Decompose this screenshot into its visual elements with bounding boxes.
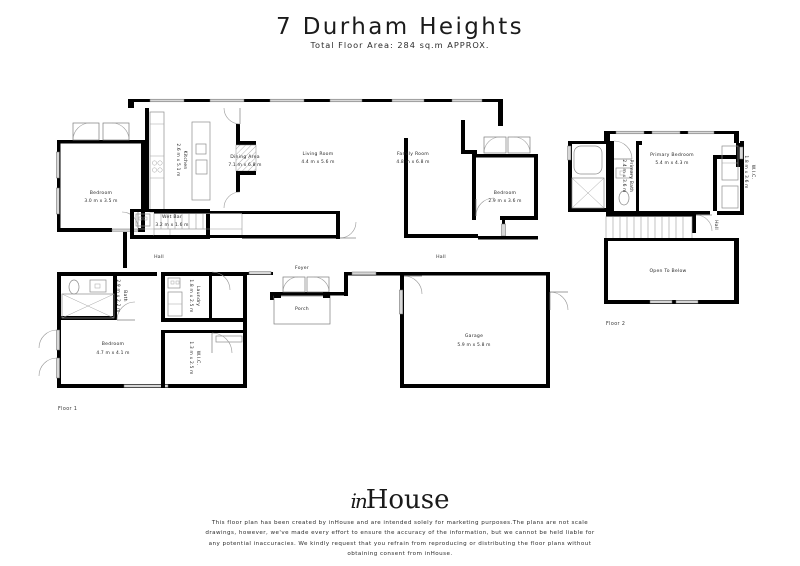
label-dining-area-name: Dining Area — [230, 154, 260, 160]
inhouse-logo: inHouse — [0, 485, 800, 515]
label-bedroom-lower-name: Bedroom — [102, 341, 125, 347]
floor2-walls — [567, 130, 744, 304]
disclaimer-text: This floor plan has been created by inHo… — [205, 520, 595, 558]
label-family-room-name: Family Room — [397, 151, 429, 157]
label-hall-upper: Hall — [713, 220, 719, 230]
floor1-room-labels: Bedroom 3.0 m x 3.5 m Kitchen 2.6 m x 5.… — [58, 143, 521, 412]
floor2-caption: Floor 2 — [606, 321, 625, 327]
floor2-room-labels: Primary Bedroom 5.4 m x 4.3 m Primary Ba… — [606, 152, 756, 327]
label-foyer: Foyer — [295, 265, 309, 271]
label-porch: Porch — [295, 306, 309, 312]
page-title: 7 Durham Heights — [275, 14, 525, 40]
label-primary-bedroom-name: Primary Bedroom — [650, 152, 694, 158]
label-laundry-name: Laundry — [195, 286, 201, 307]
label-open-to-below: Open To Below — [649, 268, 686, 274]
label-laundry-dim: 1.8 m x 2.5 m — [188, 279, 194, 312]
label-garage-name: Garage — [465, 333, 483, 339]
label-wet-bar-name: Wet Bar — [162, 214, 182, 220]
label-living-room-name: Living Room — [303, 151, 334, 157]
label-wic-lower-dim: 1.3 m x 2.5 m — [188, 341, 194, 374]
label-kitchen-dim: 2.6 m x 5.1 m — [175, 143, 181, 176]
floor1-caption: Floor 1 — [58, 406, 77, 412]
label-wet-bar-dim: 3.2 m x 1.6 m — [155, 222, 188, 228]
label-primary-bath-dim: 2.4 m x 3.6 m — [621, 159, 627, 192]
label-kitchen-name: Kitchen — [182, 150, 188, 169]
label-wic-upper-dim: 1.8 m x 3.6 m — [743, 155, 749, 188]
label-wic-lower-name: W.I.C. — [195, 351, 201, 365]
logo-mark: in — [350, 489, 367, 513]
label-bedroom-right-name: Bedroom — [494, 190, 517, 196]
label-bedroom-top-left-dim: 3.0 m x 3.5 m — [84, 198, 117, 204]
label-dining-area-dim: 7.1 m x 6.8 m — [228, 162, 261, 168]
label-wic-upper-name: W.I.C. — [750, 165, 756, 179]
label-hall-left: Hall — [154, 254, 164, 260]
logo-text: House — [365, 485, 450, 515]
label-family-room-dim: 4.8 m x 6.8 m — [396, 159, 429, 165]
label-bath-dim: 2.9 m x 2.2 m — [115, 279, 121, 312]
label-hall-right: Hall — [436, 254, 446, 260]
total-floor-area: Total Floor Area: 284 sq.m APPROX. — [310, 40, 490, 50]
label-bath-name: Bath — [122, 290, 128, 302]
label-primary-bedroom-dim: 5.4 m x 4.3 m — [655, 160, 688, 166]
label-bedroom-top-left-name: Bedroom — [90, 190, 113, 196]
label-bedroom-lower-dim: 4.7 m x 4.1 m — [96, 350, 129, 356]
label-garage-dim: 5.9 m x 5.8 m — [457, 342, 490, 348]
label-living-room-dim: 4.4 m x 5.6 m — [301, 159, 334, 165]
label-bedroom-right-dim: 2.9 m x 3.6 m — [488, 198, 521, 204]
label-primary-bath-name: Primary Bath — [628, 160, 634, 193]
floor1-walls — [38, 98, 569, 388]
